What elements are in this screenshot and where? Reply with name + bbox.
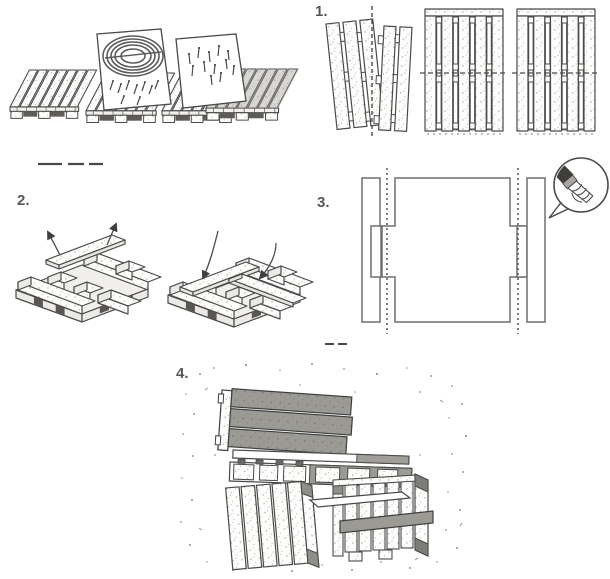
step-4-number: 4. <box>176 365 189 382</box>
backrest-slats <box>214 388 354 456</box>
side-panel-left <box>225 480 320 571</box>
step-4-illustration <box>180 363 468 572</box>
screws-icon <box>109 80 159 106</box>
arrow-down <box>201 230 219 280</box>
step-2-number: 2. <box>17 192 30 209</box>
rope-coil-icon <box>102 35 164 77</box>
step-3-number: 3. <box>317 194 330 211</box>
seat-board <box>308 491 412 508</box>
side-tab-left <box>370 225 382 278</box>
arrow-down <box>258 242 277 280</box>
arrow-up <box>47 230 61 256</box>
materials-illustration <box>9 28 299 166</box>
half-pallet-side-view-b <box>373 25 413 132</box>
pallet-icon <box>9 69 98 119</box>
arrow-up <box>106 222 118 246</box>
nails-board <box>175 33 247 109</box>
sawdust-dots <box>180 363 468 572</box>
cross-plank <box>339 510 434 534</box>
half-pallet-side-view-a <box>325 18 385 131</box>
step-2-illustration <box>15 222 314 328</box>
paintbrush-icon <box>555 165 594 204</box>
step-1-number: 1. <box>315 3 328 20</box>
placed-planks-group <box>179 230 307 308</box>
seat-slat <box>232 449 410 465</box>
step-3-illustration <box>325 157 609 345</box>
pallet-top-view <box>419 8 509 135</box>
lifted-plank-group <box>45 222 126 270</box>
step-1-illustration <box>325 6 601 136</box>
pallet-top-view <box>511 8 601 135</box>
side-board-right <box>526 177 546 323</box>
nails-icon <box>187 44 236 86</box>
rope-board <box>96 28 172 111</box>
hand-fingers <box>571 184 591 203</box>
paintbrush-badge <box>548 157 609 219</box>
iso-pallet-base-left <box>15 252 162 323</box>
frame-outline <box>381 177 524 323</box>
